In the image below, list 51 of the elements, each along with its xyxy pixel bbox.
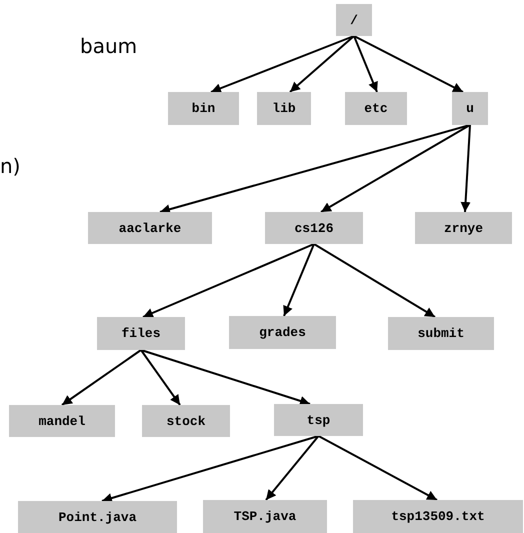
arrow	[289, 35, 355, 93]
arrow	[61, 349, 142, 406]
directory-name: submit	[418, 326, 464, 341]
directory-box	[257, 92, 311, 125]
directory-box	[452, 92, 488, 125]
directory-name: grades	[259, 325, 306, 340]
directory-name: lib	[272, 101, 296, 116]
arrow	[283, 244, 315, 316]
directory-name: TSP.java	[234, 509, 296, 524]
arrow	[210, 35, 354, 93]
directory-name: files	[121, 326, 160, 341]
directory-box	[353, 500, 523, 533]
arrow	[265, 435, 320, 501]
arrow	[354, 35, 464, 93]
directory-name: cs126	[294, 220, 334, 236]
arrow	[140, 349, 310, 406]
directory-box	[142, 405, 230, 437]
arrow	[313, 243, 436, 318]
arrow	[320, 124, 470, 213]
directory-name: /	[350, 12, 358, 28]
directory-name: tsp13509.txt	[391, 509, 485, 524]
directory-name: etc	[364, 101, 388, 116]
directory-box	[88, 212, 212, 244]
directory-box	[345, 92, 407, 125]
arrow	[460, 124, 471, 212]
directory-name: zrnye	[444, 220, 483, 236]
directory-box	[274, 404, 363, 436]
directory-name: u	[466, 101, 474, 116]
directory-box	[18, 501, 177, 533]
directory-name: stock	[166, 414, 206, 428]
directory-name: bin	[192, 101, 216, 116]
directory-box	[388, 317, 494, 350]
directory-box	[336, 4, 372, 36]
arrow	[140, 349, 181, 406]
directory-name: Point.java	[58, 510, 136, 524]
partial-text: n)	[0, 154, 20, 178]
arrow	[102, 435, 319, 503]
directory-name: mandel	[38, 414, 86, 428]
arrow	[353, 36, 378, 92]
arrow	[142, 243, 314, 318]
directory-box	[229, 316, 336, 349]
directory-box	[265, 212, 363, 244]
arrow	[318, 435, 438, 501]
directory-box	[415, 212, 512, 244]
directory-box	[168, 92, 239, 125]
partial-text: baum	[80, 34, 138, 58]
directory-box	[203, 500, 327, 533]
directory-name: tsp	[306, 412, 330, 428]
directory-name: aaclarke	[118, 220, 182, 236]
directory-box	[9, 405, 115, 437]
directory-box	[97, 317, 185, 350]
